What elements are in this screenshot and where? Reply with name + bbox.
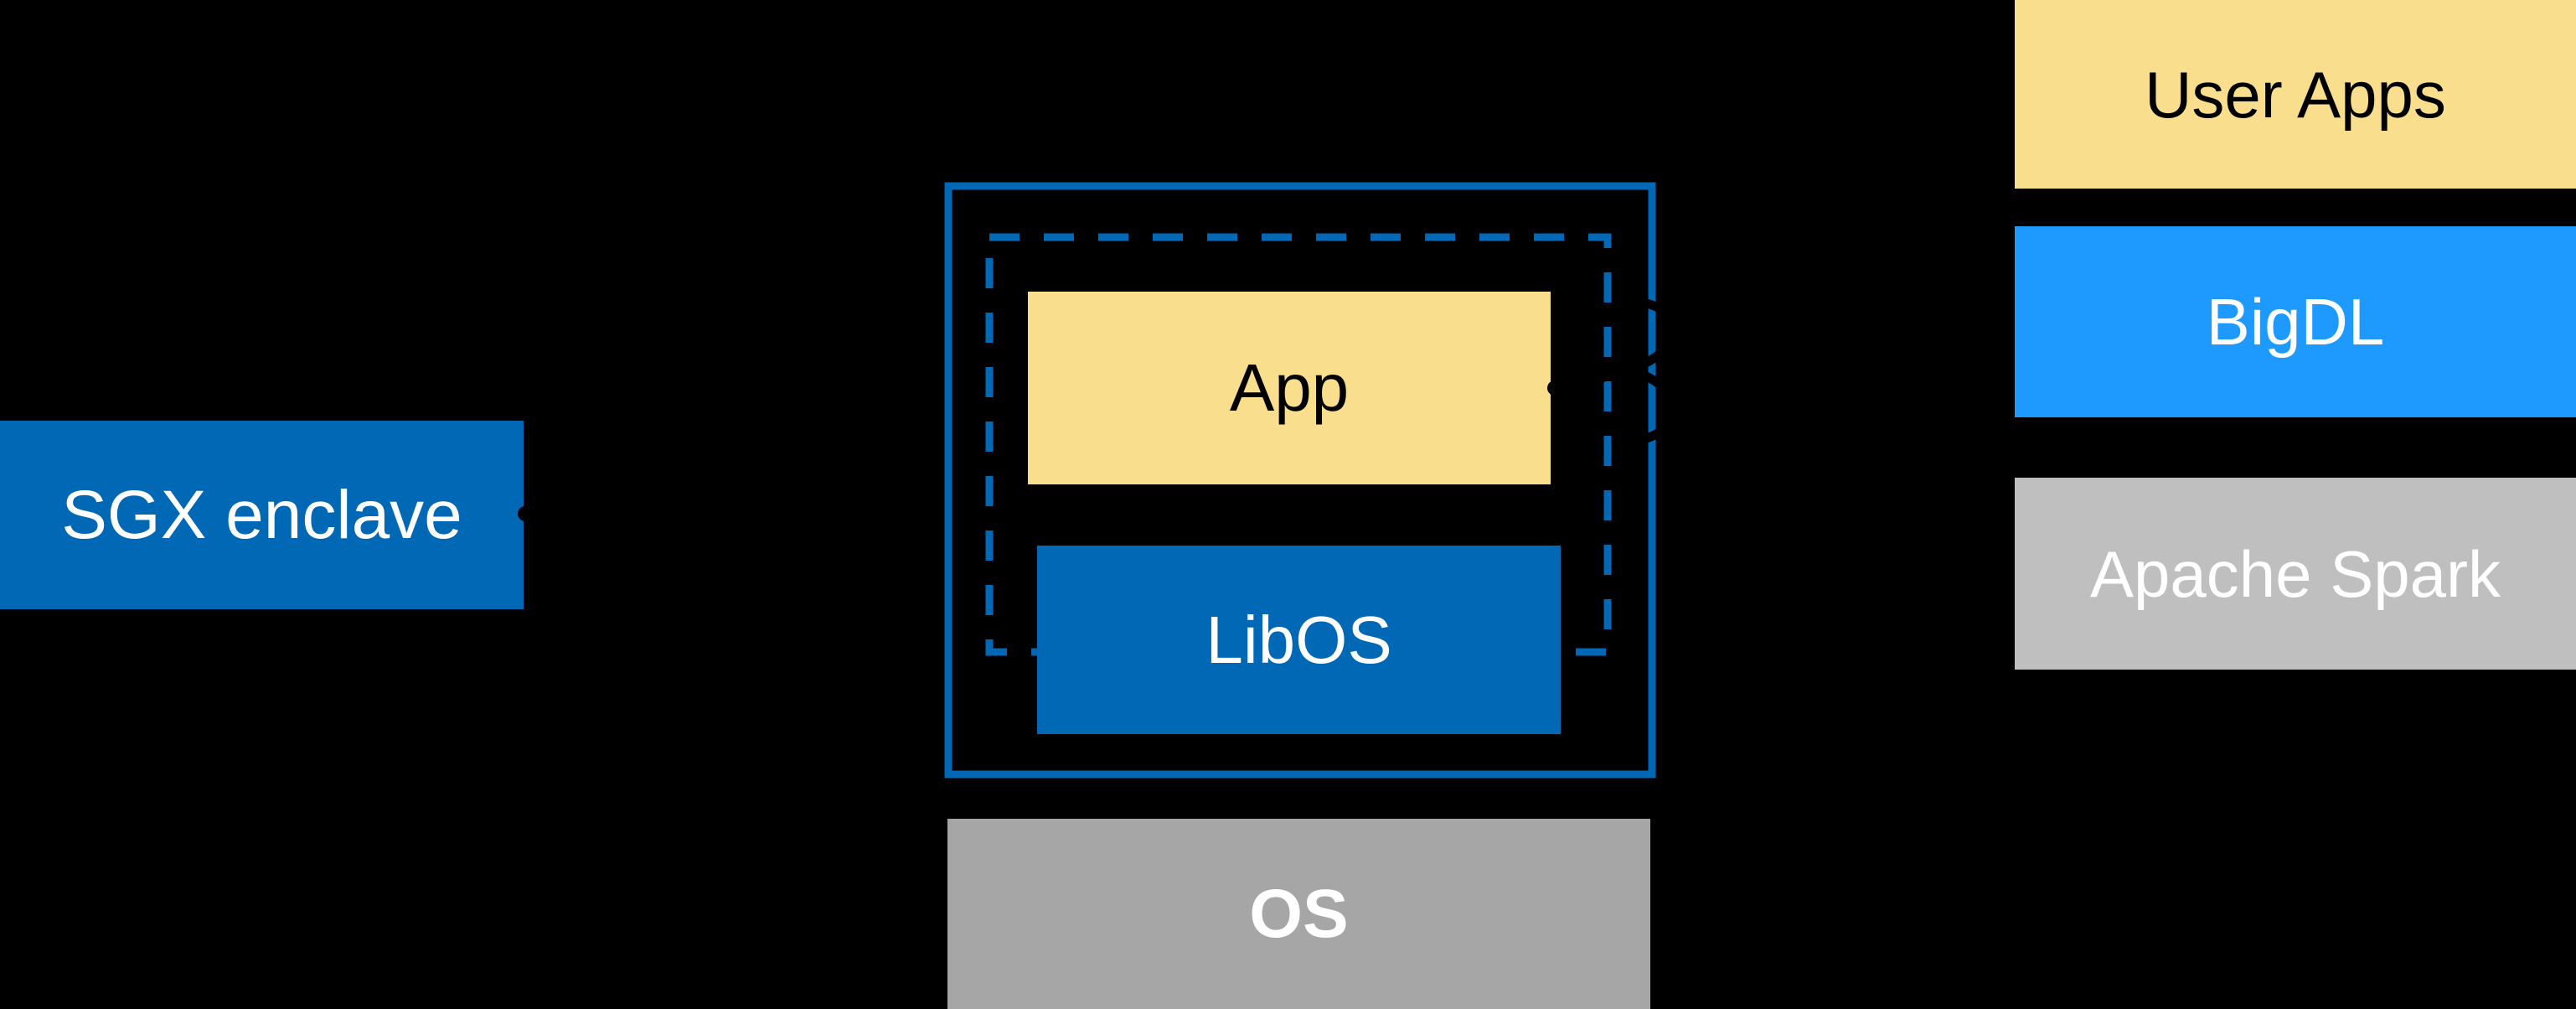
enclave-dashed-boundary: [985, 233, 1612, 656]
sgx-enclave-label: SGX enclave: [61, 476, 462, 553]
os-label: OS: [1249, 875, 1349, 952]
libos-label: LibOS: [1205, 602, 1392, 677]
sgx-enclave-box: SGX enclave: [0, 421, 524, 609]
apache-spark-box: Apache Spark: [2015, 478, 2576, 670]
machine-border-box: [944, 182, 1656, 779]
user-apps-label: User Apps: [2145, 57, 2446, 132]
app-label: App: [1229, 350, 1350, 425]
apache-spark-label: Apache Spark: [2090, 536, 2501, 611]
bigdl-box: BigDL: [2015, 226, 2576, 417]
libos-box: LibOS: [1037, 546, 1561, 734]
bigdl-label: BigDL: [2206, 285, 2385, 359]
os-box: OS: [947, 819, 1650, 1009]
user-apps-box: User Apps: [2015, 0, 2576, 189]
app-box: App: [1028, 292, 1551, 484]
